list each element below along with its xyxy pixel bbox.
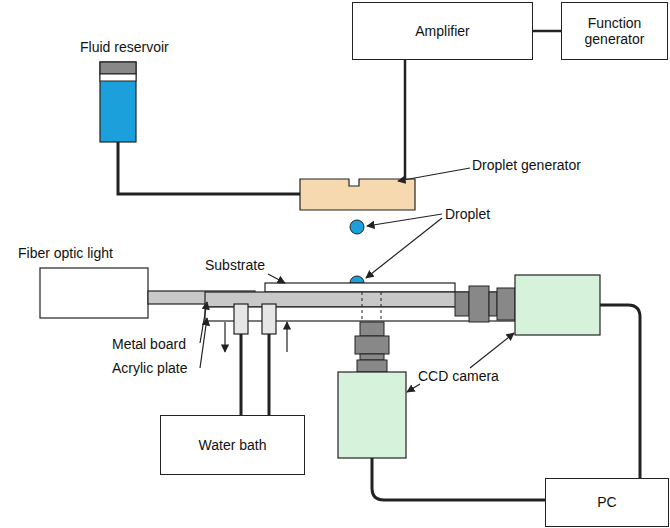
reservoir-air <box>100 74 136 81</box>
camera-lens <box>489 292 497 316</box>
signal-wire <box>533 30 561 33</box>
box-label: Amplifier <box>415 23 469 39</box>
viewing-window <box>381 292 382 321</box>
part-label: Fluid reservoir <box>80 40 169 55</box>
falling-droplet <box>350 220 364 234</box>
part-label: Metal board <box>112 337 186 352</box>
leader-line <box>367 214 442 226</box>
substrate <box>265 283 455 292</box>
part-label: Fiber optic light <box>18 246 113 261</box>
part-label: CCD camera <box>418 369 499 384</box>
leader-line <box>407 384 420 392</box>
signal-wire <box>404 60 407 179</box>
leader-line <box>200 318 207 368</box>
part-label: Droplet generator <box>472 158 581 173</box>
camera-lens <box>469 286 489 322</box>
camera-cable <box>600 305 640 478</box>
viewing-window <box>362 292 363 321</box>
light-source <box>40 268 148 318</box>
fluid-tube <box>118 142 300 194</box>
camera-lens <box>360 322 384 336</box>
camera-lens <box>497 288 515 320</box>
pipe-fitting <box>234 304 248 334</box>
leader-line <box>470 333 514 368</box>
flow-arrow <box>224 322 225 352</box>
ccd-camera <box>515 275 600 335</box>
camera-lens <box>357 360 387 372</box>
box-label: Function generator <box>568 15 661 47</box>
leader-line <box>268 274 285 283</box>
camera-lens <box>355 336 389 354</box>
camera-lens <box>455 292 469 316</box>
part-label: Substrate <box>205 258 265 273</box>
leader-line <box>366 218 442 278</box>
process-box: Function generator <box>561 2 668 60</box>
reservoir-bottle <box>100 62 136 142</box>
flow-arrow <box>286 322 287 352</box>
reservoir-cap <box>100 62 136 74</box>
part-label: Droplet <box>445 207 490 222</box>
process-box: PC <box>545 478 669 527</box>
box-label: Water bath <box>199 437 267 453</box>
ccd-camera <box>338 372 406 458</box>
pipe-fitting <box>262 304 276 334</box>
sessile-droplet <box>350 276 364 283</box>
droplet-generator <box>300 179 415 210</box>
box-label: PC <box>597 494 616 510</box>
process-box: Water bath <box>160 415 305 475</box>
process-box: Amplifier <box>352 2 533 60</box>
camera-cable <box>372 458 545 500</box>
camera-lens <box>360 354 384 360</box>
part-label: Acrylic plate <box>112 361 187 376</box>
leader-line <box>398 168 470 181</box>
